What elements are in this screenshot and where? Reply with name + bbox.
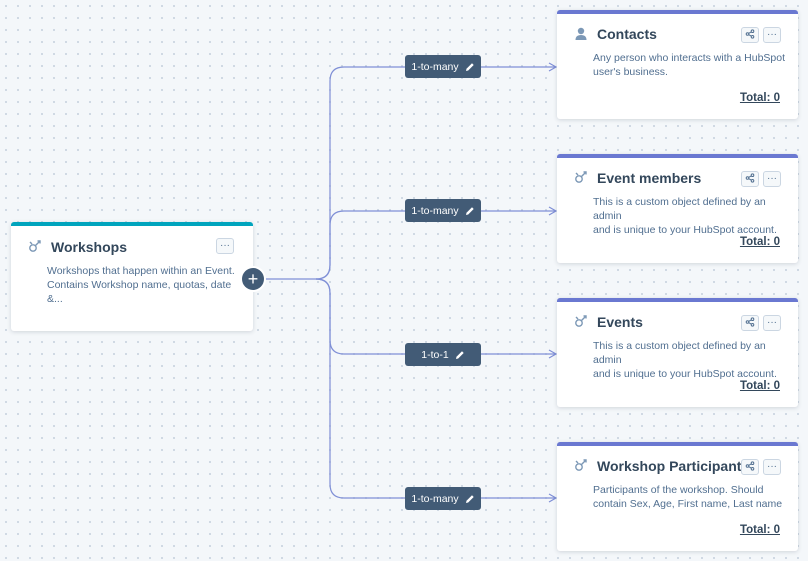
object-description: This is a custom object defined by an ad… [593, 340, 777, 380]
ellipsis-icon: ··· [767, 29, 777, 40]
view-associations-button[interactable] [741, 27, 759, 43]
pencil-icon [465, 62, 475, 72]
more-options-button[interactable]: ··· [763, 315, 781, 331]
ellipsis-icon: ··· [767, 317, 777, 328]
arrowhead [548, 206, 558, 216]
record-total-link[interactable]: Total: 0 [739, 524, 780, 536]
more-options-button[interactable]: ··· [216, 238, 234, 254]
more-options-button[interactable]: ··· [763, 459, 781, 475]
object-description: Any person who interacts with a HubSpot … [593, 52, 786, 78]
object-card-events[interactable]: Events ··· This is a custom object defin… [557, 298, 798, 407]
add-association-button[interactable]: + [242, 268, 264, 290]
object-title: Workshop Participants [597, 458, 750, 474]
custom-object-icon [573, 458, 589, 474]
object-title: Events [597, 314, 643, 330]
object-card-event-members[interactable]: Event members ··· This is a custom objec… [557, 154, 798, 263]
pencil-icon [455, 350, 465, 360]
share-icon [745, 28, 755, 42]
ellipsis-icon: ··· [220, 240, 230, 251]
share-icon [745, 172, 755, 186]
plus-icon: + [247, 269, 259, 289]
ellipsis-icon: ··· [767, 173, 777, 184]
source-object-card[interactable]: Workshops ··· Workshops that happen with… [11, 222, 253, 331]
connector-to-event-members [315, 210, 556, 280]
association-label-contacts[interactable]: 1-to-many [405, 55, 481, 78]
more-options-button[interactable]: ··· [763, 171, 781, 187]
custom-object-icon [573, 170, 589, 186]
object-card-workshop-participants[interactable]: Workshop Participants ··· Participants o… [557, 442, 798, 551]
arrowhead [548, 62, 558, 72]
share-icon [745, 316, 755, 330]
more-options-button[interactable]: ··· [763, 27, 781, 43]
pencil-icon [465, 206, 475, 216]
connector-to-workshop-participants [315, 278, 556, 499]
record-total-link[interactable]: Total: 0 [739, 236, 780, 248]
object-card-contacts[interactable]: Contacts ··· Any person who interacts wi… [557, 10, 798, 119]
custom-object-icon [573, 314, 589, 330]
connector-to-contacts [315, 66, 556, 280]
object-description: This is a custom object defined by an ad… [593, 196, 777, 236]
association-label-workshop-participants[interactable]: 1-to-many [405, 487, 481, 510]
share-icon [745, 460, 755, 474]
view-associations-button[interactable] [741, 171, 759, 187]
arrowhead [548, 493, 558, 503]
association-label-events[interactable]: 1-to-1 [405, 343, 481, 366]
view-associations-button[interactable] [741, 315, 759, 331]
object-description: Participants of the workshop. Should con… [593, 484, 783, 510]
view-associations-button[interactable] [741, 459, 759, 475]
custom-object-icon [27, 239, 43, 255]
association-label-event-members[interactable]: 1-to-many [405, 199, 481, 222]
pencil-icon [465, 494, 475, 504]
arrowhead [548, 349, 558, 359]
source-object-description: Workshops that happen within an Event. C… [47, 265, 235, 305]
ellipsis-icon: ··· [767, 461, 777, 472]
record-total-link[interactable]: Total: 0 [739, 380, 780, 392]
object-title: Event members [597, 170, 702, 186]
record-total-link[interactable]: Total: 0 [739, 92, 780, 104]
source-object-title: Workshops [51, 239, 127, 255]
person-icon [573, 26, 589, 42]
object-title: Contacts [597, 26, 657, 42]
